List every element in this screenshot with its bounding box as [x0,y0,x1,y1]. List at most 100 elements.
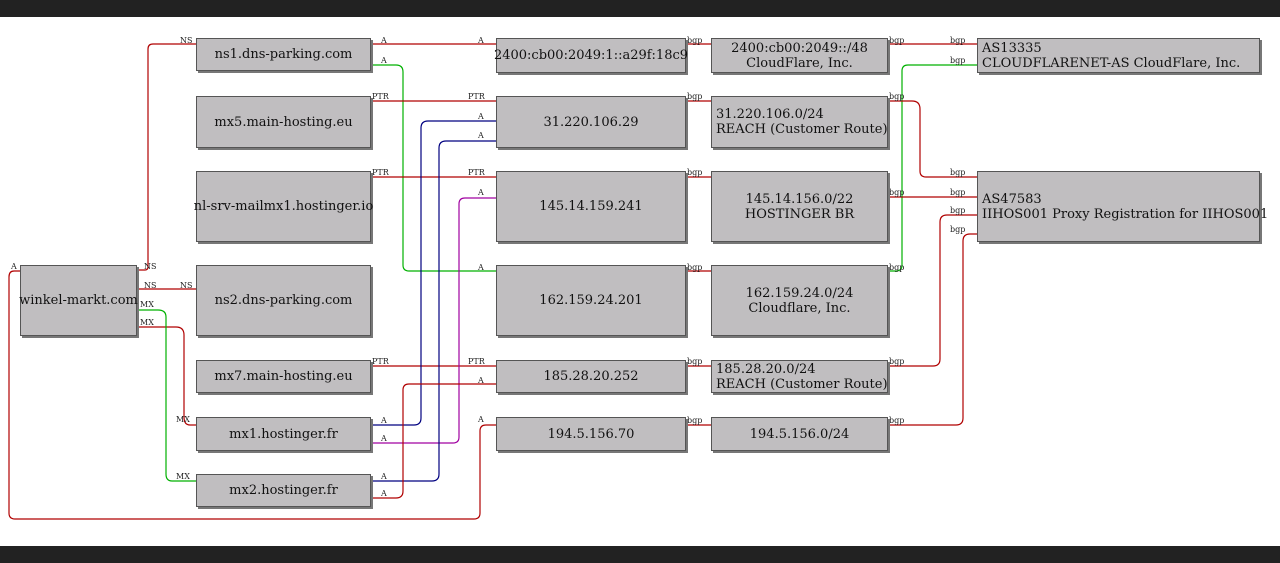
as-name: IIHOS001 Proxy Registration for IIHOS001 [982,206,1269,222]
edge-label-bgp: bgp [687,416,702,425]
prefix-label: 31.220.106.0/24 [716,107,824,122]
edge-label-bgp: bgp [889,92,904,101]
edge-mx2-ip185 [371,383,496,499]
node-label: 162.159.24.201 [539,293,643,308]
edges-layer: NS NS NS NS MX MX MX MX A A A A A A A A … [8,36,977,520]
edge-label-bgp: bgp [950,56,965,65]
edge-label-mx: MX [140,300,154,309]
node-label: 185.28.20.252 [543,369,639,384]
prefix-label: 185.28.20.0/24 [716,361,816,377]
prefix-node-162-159-24-0[interactable]: 162.159.24.0/24 Cloudflare, Inc. [711,265,888,336]
prefix-owner: REACH (Customer Route) [716,122,888,137]
prefix-owner: CloudFlare, Inc. [746,55,853,71]
ip-node-145-14-159-241[interactable]: 145.14.159.241 [496,171,686,242]
edge-label-ptr: PTR [468,92,486,101]
node-label: ns2.dns-parking.com [214,293,353,308]
ip-node-31-220-106-29[interactable]: 31.220.106.29 [496,96,686,148]
host-node-mx1[interactable]: mx1.hostinger.fr [196,417,371,451]
edge-label-bgp: bgp [687,36,702,45]
edge-label-a: A [380,56,387,65]
edge-winkel-mx2 [137,309,196,482]
edge-label-a: A [477,131,484,140]
edge-label-ns: NS [144,262,156,271]
ip-node-194-5-156-70[interactable]: 194.5.156.70 [496,417,686,451]
prefix-node-145-14-156-0[interactable]: 145.14.156.0/22 HOSTINGER BR [711,171,888,242]
edge-label-bgp: bgp [950,206,965,215]
edge-pfx162-as13335 [888,64,977,272]
node-label: 145.14.159.241 [539,199,643,214]
edge-label-ns: NS [144,281,156,290]
edge-label-a: A [477,263,484,272]
prefix-label: 194.5.156.0/24 [749,426,850,442]
host-node-mx2[interactable]: mx2.hostinger.fr [196,474,371,507]
edge-label-ns: NS [180,281,192,290]
edge-pfx194-as47583 [888,233,977,426]
as-node-as47583[interactable]: AS47583 IIHOS001 Proxy Registration for … [977,171,1268,242]
edge-label-a: A [477,415,484,424]
prefix-node-185-28-20-0[interactable]: 185.28.20.0/24 REACH (Customer Route) [711,360,888,393]
edge-label-bgp: bgp [950,168,965,177]
edge-winkel-mx1 [137,326,196,426]
edge-label-bgp: bgp [950,36,965,45]
edge-label-a: A [477,36,484,45]
host-node-mx7[interactable]: mx7.main-hosting.eu [196,360,371,393]
node-label: nl-srv-mailmx1.hostinger.io [193,199,374,214]
node-label: mx1.hostinger.fr [229,426,338,442]
prefix-owner: REACH (Customer Route) [716,376,888,392]
host-node-ns1[interactable]: ns1.dns-parking.com [196,38,371,71]
as-number: AS13335 [982,40,1042,56]
edge-label-bgp: bgp [687,92,702,101]
edge-label-bgp: bgp [687,357,702,366]
edge-label-mx: MX [140,318,154,327]
as-name: CLOUDFLARENET-AS CloudFlare, Inc. [982,55,1241,71]
edge-label-bgp: bgp [950,225,965,234]
edge-label-ptr: PTR [372,357,390,366]
node-label: ns1.dns-parking.com [214,47,353,62]
edge-pfx185-as47583 [888,214,977,367]
node-label: winkel-markt.com [19,293,138,308]
ip-node-162-159-24-201[interactable]: 162.159.24.201 [496,265,686,336]
edge-mx1-ip31 [371,120,496,426]
host-node-nl-srv-mailmx1[interactable]: nl-srv-mailmx1.hostinger.io [193,171,374,242]
prefix-node-31-220-106-0[interactable]: 31.220.106.0/24 REACH (Customer Route) [711,96,888,148]
edge-label-bgp: bgp [889,357,904,366]
node-label: mx5.main-hosting.eu [214,114,353,130]
prefix-node-194-5-156-0[interactable]: 194.5.156.0/24 [711,417,888,451]
node-label: 31.220.106.29 [543,114,639,130]
domain-node-winkel-markt[interactable]: winkel-markt.com [19,265,138,336]
edge-label-a: A [477,112,484,121]
node-label: mx2.hostinger.fr [229,483,338,498]
edge-label-a: A [380,434,387,443]
edge-label-bgp: bgp [889,36,904,45]
edge-label-mx: MX [176,415,190,424]
ip-node-2400-cb00[interactable]: 2400:cb00:2049:1::a29f:18c9 [493,38,689,73]
edge-mx2-ip31 [371,140,496,482]
prefix-owner: HOSTINGER BR [744,206,855,222]
edge-winkel-ns1 [137,43,196,271]
node-label: 194.5.156.70 [547,426,635,442]
edge-label-bgp: bgp [687,263,702,272]
edge-label-bgp: bgp [889,416,904,425]
edge-mx1-ip145 [371,197,496,444]
edge-label-a: A [380,489,387,498]
prefix-label: 162.159.24.0/24 [745,285,854,301]
as-number: AS47583 [982,191,1042,207]
edge-label-a: A [380,472,387,481]
node-label: mx7.main-hosting.eu [214,369,353,384]
host-node-ns2[interactable]: ns2.dns-parking.com [196,265,371,336]
prefix-label: 145.14.156.0/22 [745,191,854,207]
edge-label-a: A [10,262,17,271]
edge-label-ptr: PTR [372,92,390,101]
prefix-node-2400-cb00-48[interactable]: 2400:cb00:2049::/48 CloudFlare, Inc. [711,38,888,73]
edge-label-ptr: PTR [468,357,486,366]
dns-graph-canvas: NS NS NS NS MX MX MX MX A A A A A A A A … [0,17,1280,546]
ip-node-185-28-20-252[interactable]: 185.28.20.252 [496,360,686,393]
edge-label-bgp: bgp [889,263,904,272]
as-node-as13335[interactable]: AS13335 CLOUDFLARENET-AS CloudFlare, Inc… [977,38,1260,73]
node-label: 2400:cb00:2049:1::a29f:18c9 [493,48,689,63]
edge-label-a: A [477,376,484,385]
edge-label-mx: MX [176,472,190,481]
host-node-mx5[interactable]: mx5.main-hosting.eu [196,96,371,148]
prefix-label: 2400:cb00:2049::/48 [731,40,868,56]
edge-label-a: A [380,36,387,45]
